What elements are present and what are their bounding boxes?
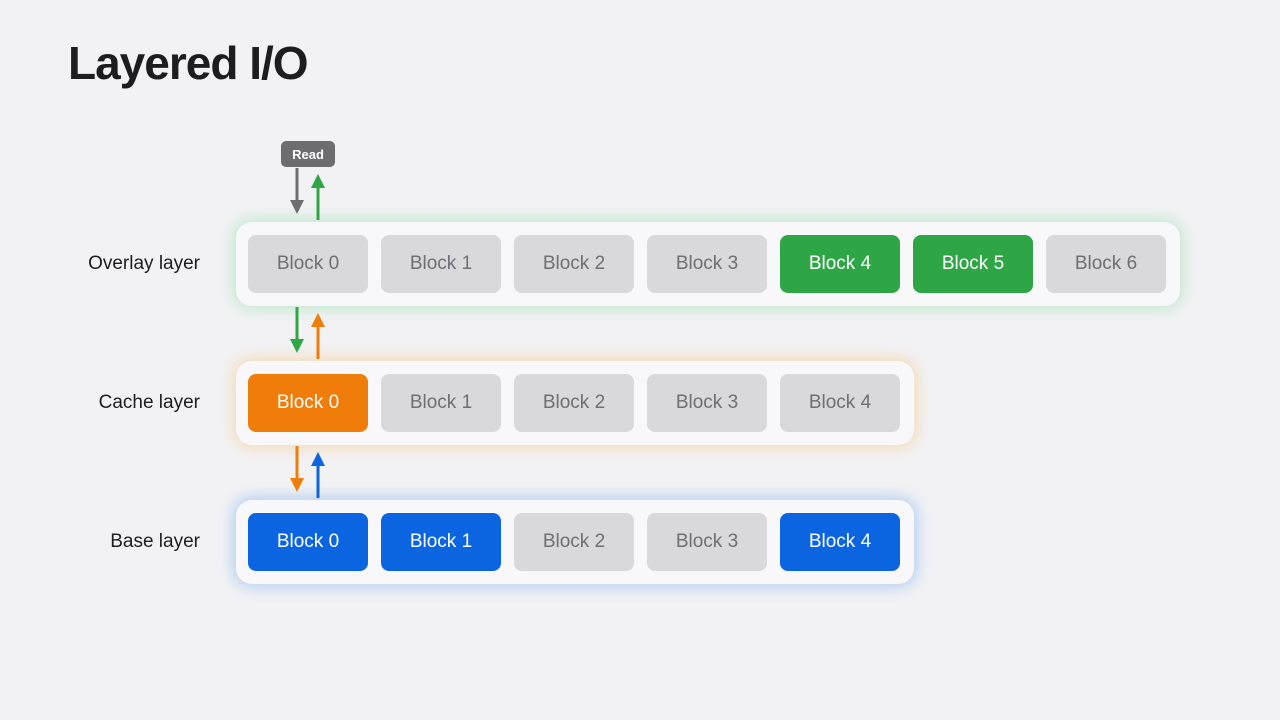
overlay-layer-label: Overlay layer [88, 253, 200, 274]
overlay-block-5: Block 5 [913, 235, 1033, 293]
page-title: Layered I/O [68, 37, 309, 89]
overlay-block-3: Block 3 [647, 235, 767, 293]
cache-block-3: Block 3 [647, 374, 767, 432]
overlay-block-2: Block 2 [514, 235, 634, 293]
base-layer-label: Base layer [110, 531, 200, 552]
cache-block-0: Block 0 [248, 374, 368, 432]
cache-block-4: Block 4 [780, 374, 900, 432]
arrow-cache-to-base-down [290, 446, 304, 492]
overlay-block-6: Block 6 [1046, 235, 1166, 293]
read-badge: Read [281, 141, 335, 167]
cache-block-2: Block 2 [514, 374, 634, 432]
arrow-cache-to-overlay-up [311, 313, 325, 359]
cache-block-1: Block 1 [381, 374, 501, 432]
overlay-block-4: Block 4 [780, 235, 900, 293]
base-block-2: Block 2 [514, 513, 634, 571]
arrow-read-up [311, 174, 325, 220]
overlay-block-1: Block 1 [381, 235, 501, 293]
overlay-block-0: Block 0 [248, 235, 368, 293]
base-block-3: Block 3 [647, 513, 767, 571]
overlay-layer: Block 0 Block 1 Block 2 Block 3 Block 4 … [236, 222, 1180, 306]
base-block-1: Block 1 [381, 513, 501, 571]
cache-layer: Block 0 Block 1 Block 2 Block 3 Block 4 [236, 361, 914, 445]
base-block-0: Block 0 [248, 513, 368, 571]
base-block-4: Block 4 [780, 513, 900, 571]
arrow-read-down [290, 168, 304, 214]
arrow-base-to-cache-up [311, 452, 325, 498]
arrow-overlay-to-cache-down [290, 307, 304, 353]
cache-layer-label: Cache layer [98, 392, 200, 413]
base-layer: Block 0 Block 1 Block 2 Block 3 Block 4 [236, 500, 914, 584]
